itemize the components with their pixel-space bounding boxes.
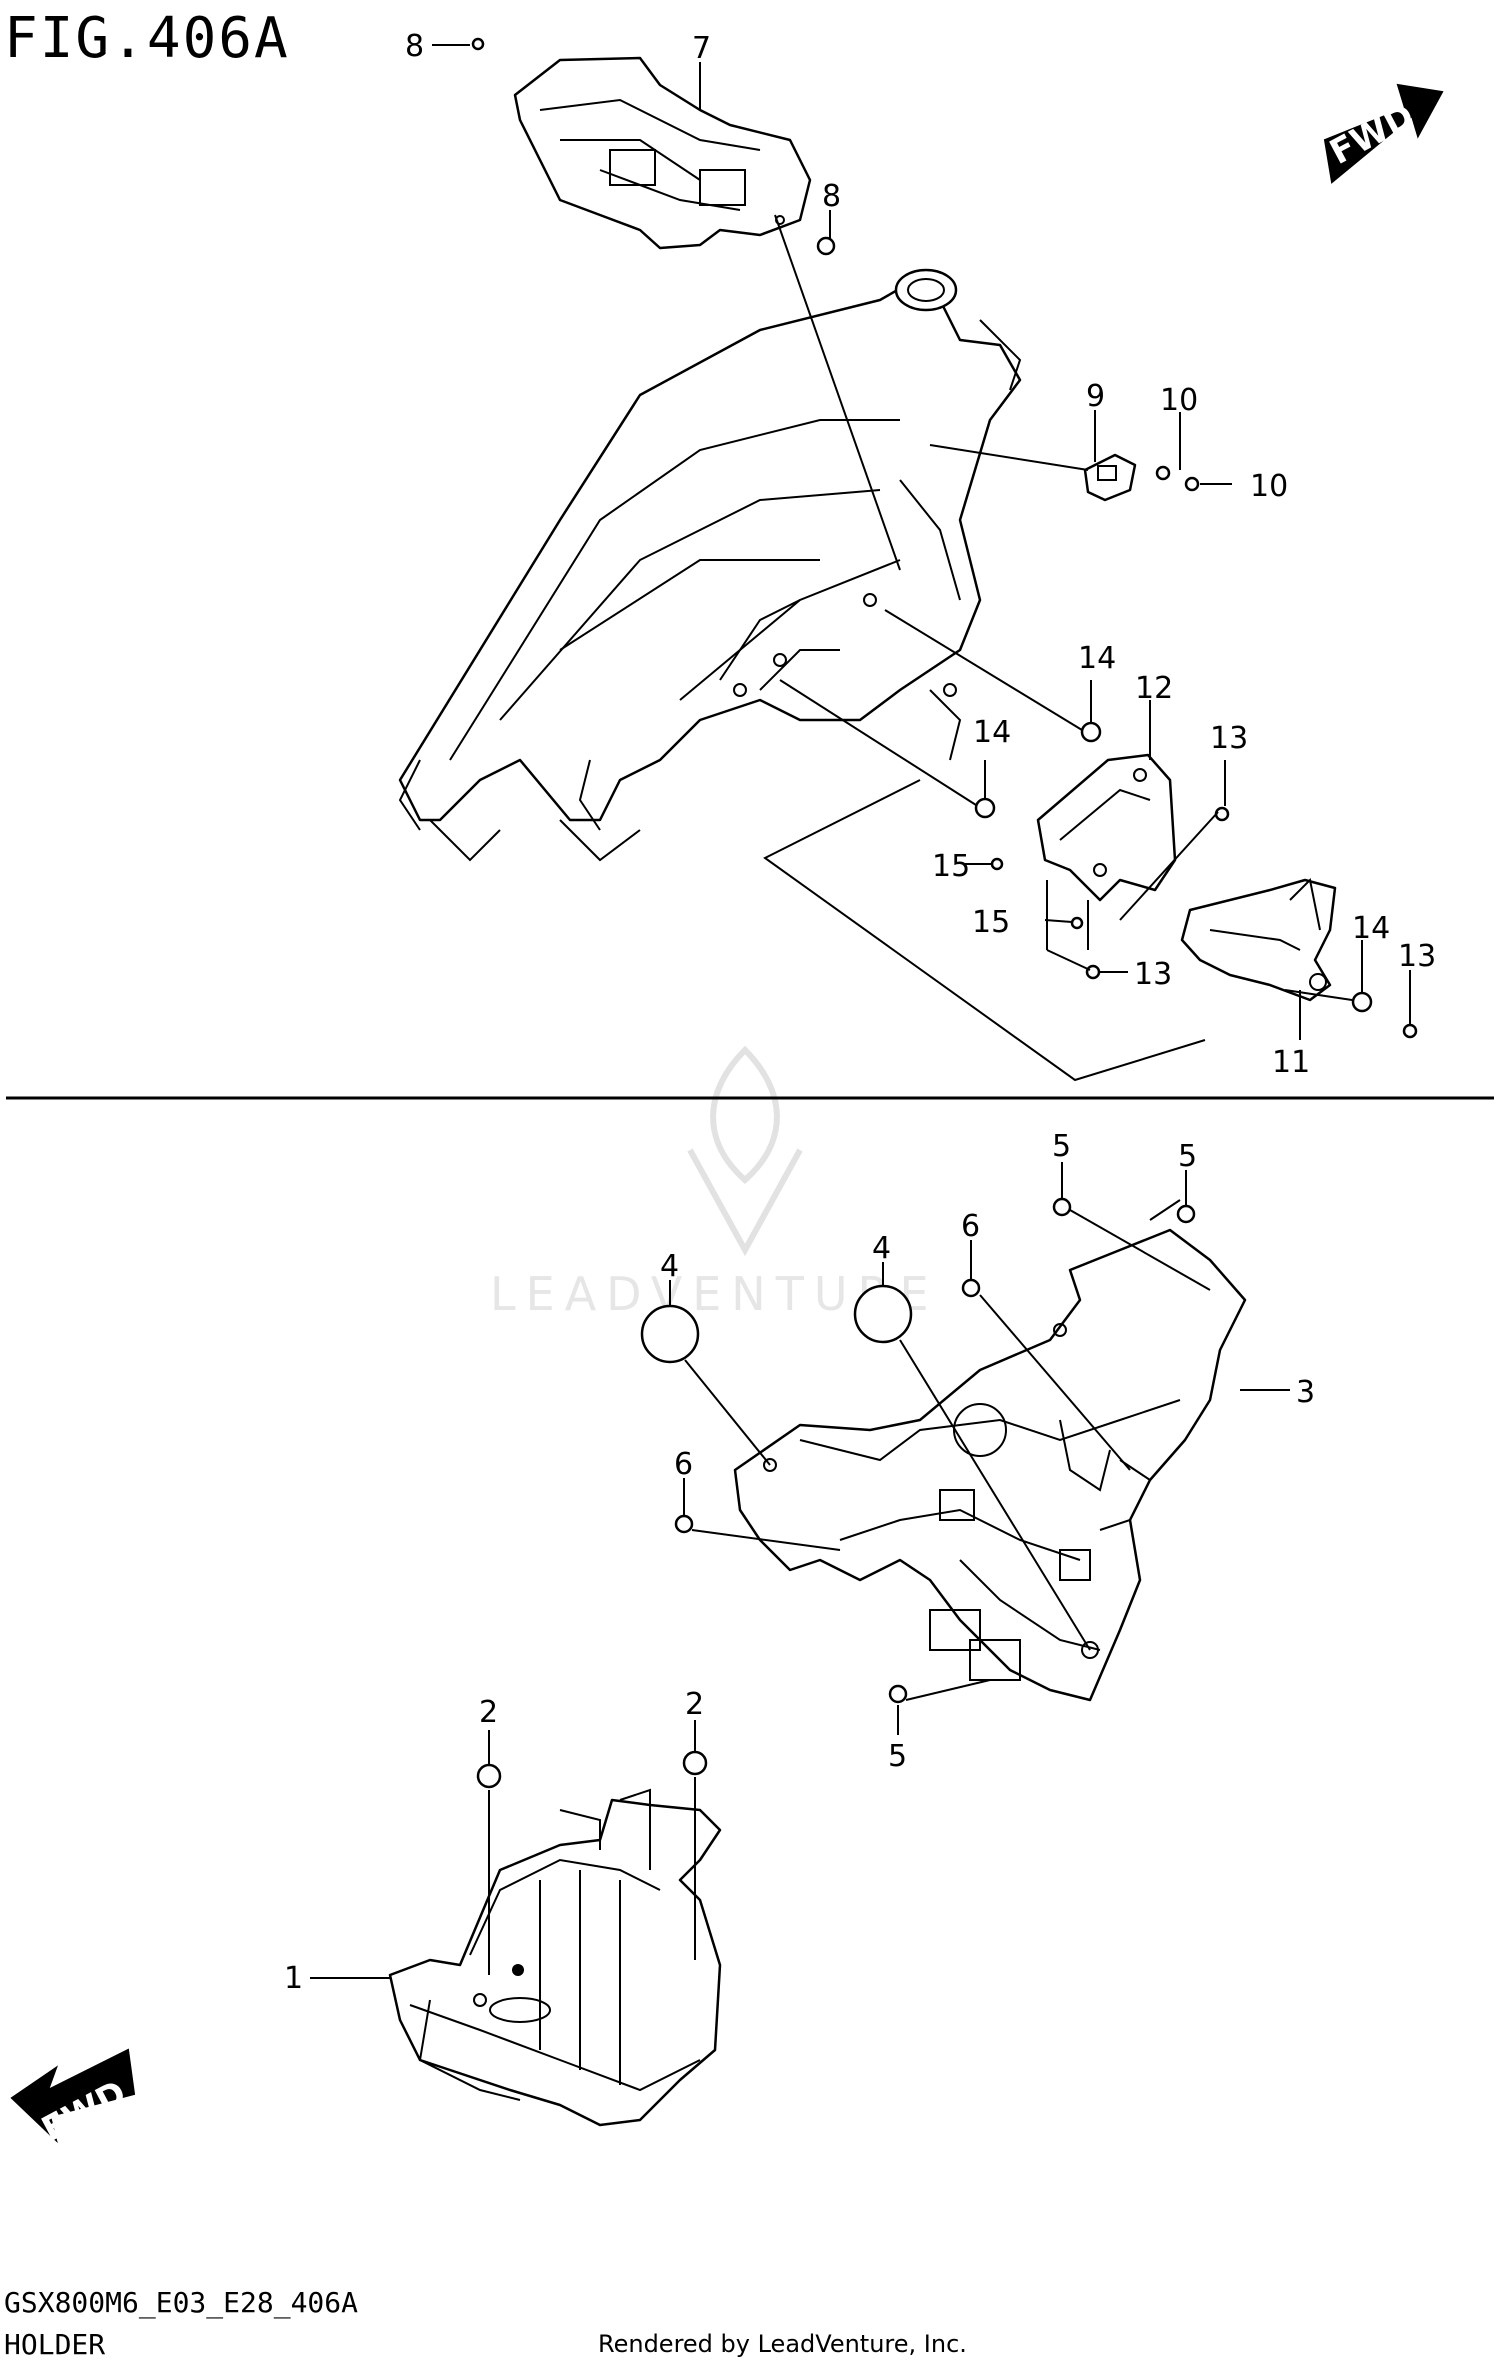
fwd-arrow-bottom-icon: FWD	[10, 2048, 136, 2150]
screw-2b	[682, 1750, 708, 1776]
callout-15a: 15	[932, 849, 970, 884]
washer-8b	[816, 236, 836, 256]
callout-13a: 13	[1210, 721, 1248, 756]
callout-2a: 2	[479, 1695, 498, 1730]
cushion-4a	[640, 1304, 700, 1364]
grommet-14b	[974, 797, 996, 819]
callout-5a: 5	[1052, 1129, 1071, 1164]
callout-8a: 8	[405, 29, 424, 64]
nut-5c	[888, 1684, 908, 1704]
part-9-clamp	[1083, 453, 1137, 502]
grommet-14c	[1351, 991, 1373, 1013]
screw-2a	[476, 1763, 502, 1789]
callout-4b: 4	[872, 1231, 891, 1266]
leader-lines-bottom	[310, 1162, 1290, 1979]
screw-6b	[674, 1514, 694, 1534]
part-1-tray	[388, 1788, 722, 2127]
part-3-holder	[733, 1228, 1247, 1702]
screw-15a	[990, 857, 1004, 871]
bolt-13a	[1214, 806, 1230, 822]
callout-5b: 5	[1178, 1139, 1197, 1174]
bottom-hardware	[476, 1197, 1196, 1789]
callout-5c: 5	[888, 1739, 907, 1774]
main-frame	[398, 268, 1022, 862]
screw-6a	[961, 1278, 981, 1298]
nut-10b	[1184, 476, 1200, 492]
callout-2b: 2	[685, 1687, 704, 1722]
fwd-label-top: FWD	[1323, 96, 1420, 173]
rendered-by-credit: Rendered by LeadVenture, Inc.	[598, 2330, 967, 2358]
model-code: GSX800M6_E03_E28_406A	[4, 2286, 359, 2319]
callout-12: 12	[1135, 671, 1173, 706]
callout-6b: 6	[674, 1447, 693, 1482]
callout-10a: 10	[1160, 383, 1198, 418]
callout-6a: 6	[961, 1209, 980, 1244]
callout-9: 9	[1086, 379, 1105, 414]
screw-15b	[1070, 916, 1084, 930]
callout-7: 7	[692, 31, 711, 66]
callout-14a: 14	[1078, 641, 1116, 676]
bolt-13b	[1085, 964, 1101, 980]
section-title: HOLDER	[4, 2328, 106, 2361]
bolt-13c	[1402, 1023, 1418, 1039]
cushion-4b	[853, 1284, 913, 1344]
callout-13b: 13	[1134, 957, 1172, 992]
nut-5a	[1052, 1197, 1072, 1217]
fwd-arrow-top-icon: FWD	[1323, 83, 1444, 184]
callout-10b: 10	[1250, 469, 1288, 504]
callout-4a: 4	[660, 1249, 679, 1284]
part-7-holder	[513, 56, 812, 250]
callout-11: 11	[1272, 1045, 1310, 1080]
callout-labels: 8 7 8 9 10 10 14 12 14 13 15 15 13 14 13…	[284, 29, 1436, 1996]
figure-title: FIG.406A	[4, 6, 290, 71]
bolt-8a	[471, 37, 485, 51]
callout-1: 1	[284, 1961, 303, 1996]
grommet-14a	[1080, 721, 1102, 743]
part-12-bracket	[1036, 753, 1177, 902]
callout-14c: 14	[1352, 911, 1390, 946]
callout-13c: 13	[1398, 939, 1436, 974]
nut-5b	[1176, 1204, 1196, 1224]
callout-3: 3	[1296, 1375, 1315, 1410]
top-hardware	[471, 37, 1418, 1039]
callout-8b: 8	[822, 179, 841, 214]
callout-15b: 15	[972, 905, 1010, 940]
callout-14b: 14	[973, 715, 1011, 750]
part-11-bracket	[1180, 877, 1337, 1002]
leader-lines-top	[432, 44, 1411, 1082]
nut-10a	[1155, 465, 1171, 481]
watermark-logo: LEADVENTURE	[490, 1045, 929, 1321]
